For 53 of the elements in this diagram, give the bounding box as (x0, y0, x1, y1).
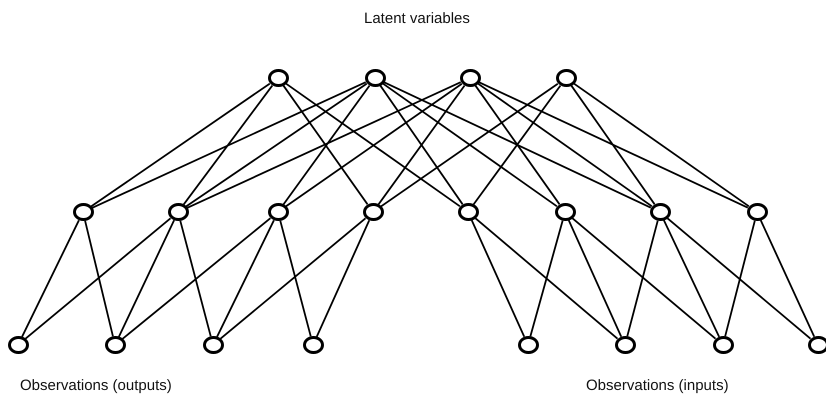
connector-line (760, 220, 816, 337)
node-circle (8, 336, 28, 354)
connector-line (724, 220, 756, 336)
node-circle (362, 203, 384, 221)
connector-line (220, 218, 366, 340)
node-circle (268, 203, 288, 221)
node-circle (614, 336, 636, 354)
node-circle (746, 203, 768, 221)
connector-line (470, 220, 526, 337)
connector-line (666, 218, 812, 340)
node-circle (458, 203, 478, 221)
connector-line (182, 85, 274, 205)
connector-line (186, 81, 462, 209)
connector-line (279, 220, 312, 336)
node-circle (460, 69, 480, 87)
connector-line (90, 82, 270, 208)
node-circle (202, 336, 224, 354)
layer-label: Observations (outputs) (20, 377, 172, 394)
connector-line (316, 220, 370, 337)
connector-line (186, 82, 368, 208)
node-circle (554, 203, 576, 221)
connector-line (84, 220, 114, 336)
connector-line (384, 81, 652, 209)
connector-line (92, 81, 366, 209)
connector-line (216, 220, 275, 338)
connector-line (574, 82, 750, 208)
connector-line (21, 220, 80, 338)
connector-line (478, 82, 652, 208)
node-circle (302, 336, 324, 354)
layer-label: Observations (inputs) (586, 377, 729, 394)
node-circle (268, 69, 288, 87)
node-circle (364, 69, 386, 87)
connector-line (626, 220, 659, 336)
layer-label: Latent variables (364, 10, 470, 27)
node-circle (104, 336, 126, 354)
node-circle (556, 69, 576, 87)
connector-line (474, 218, 618, 340)
node-circle (650, 203, 670, 221)
connector-line (530, 220, 564, 336)
connector-line (478, 81, 748, 209)
connector-line (24, 218, 172, 340)
node-circle (518, 336, 538, 354)
connector-line (122, 218, 271, 340)
connector-line (663, 220, 720, 338)
connector-line (179, 220, 212, 336)
node-circle (808, 336, 826, 354)
node-circle (712, 336, 734, 354)
connector-line (118, 220, 175, 338)
connector-line (570, 85, 656, 205)
connector-line (568, 220, 622, 337)
node-circle (72, 203, 94, 221)
node-circle (168, 203, 188, 221)
connector-line (572, 218, 716, 340)
